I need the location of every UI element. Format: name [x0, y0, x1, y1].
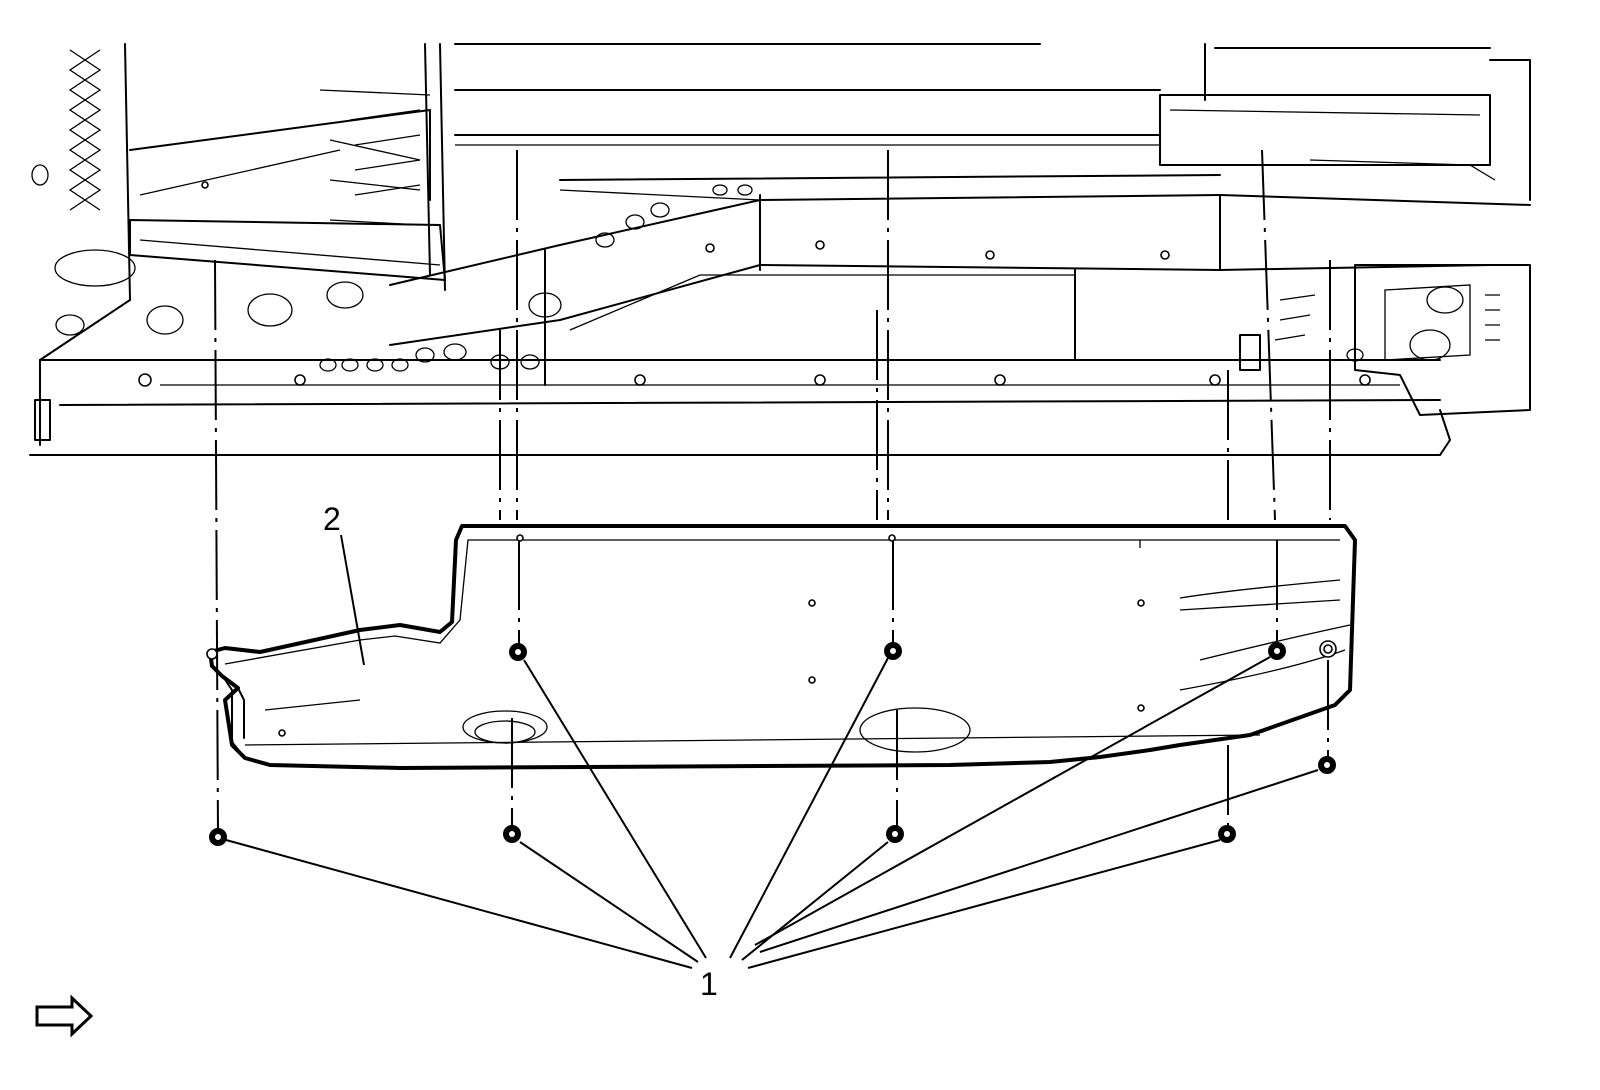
fastener-nut-icon [209, 828, 227, 846]
alignment-lines [214, 149, 1331, 836]
leader-lines [225, 534, 1319, 969]
fastener-nut-icon [884, 642, 902, 660]
fastener-nut-icon [886, 825, 904, 843]
fastener-nut-icon [1268, 642, 1286, 660]
fastener-nut-icon [509, 643, 527, 661]
vehicle-underbody [29, 43, 1531, 456]
callout-label-fasteners: 1 [700, 966, 718, 1002]
underbody-shield-panel [206, 524, 1357, 770]
arrow-right-outline-icon [35, 994, 94, 1038]
fasteners [209, 642, 1336, 846]
fastener-nut-icon [503, 825, 521, 843]
callout-label-underbody-shield: 2 [323, 501, 341, 537]
fastener-nut-icon [1218, 825, 1236, 843]
fastener-nut-icon [1318, 756, 1336, 774]
